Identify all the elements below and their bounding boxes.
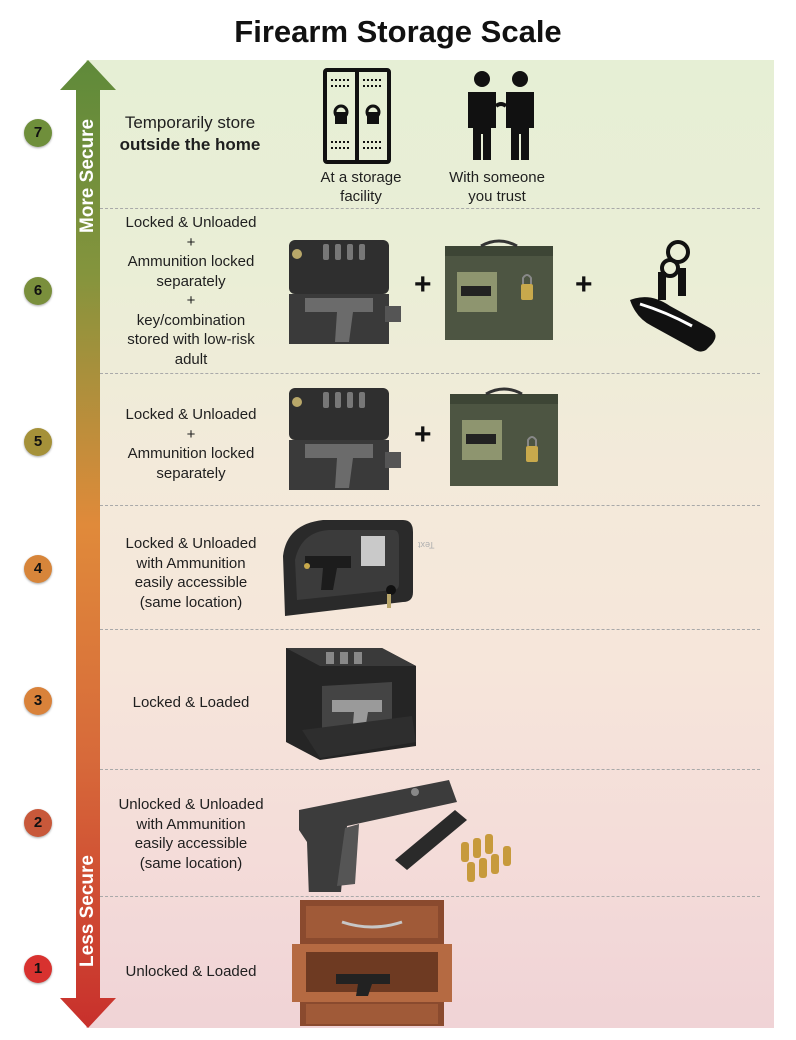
storage-facility-caption: At a storage facility	[320, 169, 402, 205]
level-3-badge: 3	[24, 687, 52, 715]
ammo-can-locked	[445, 239, 553, 340]
level-5-badge: 5	[24, 428, 52, 456]
level-2-badge: 2	[24, 809, 52, 837]
row-divider	[100, 629, 760, 630]
level-1-badge: 1	[24, 955, 52, 983]
page-title: Firearm Storage Scale	[234, 14, 562, 49]
level-3-description: Locked & Loaded	[132, 694, 250, 711]
plus-sign: +	[414, 268, 432, 301]
level-2-description: Unlocked & Unloaded with Ammunition easi…	[118, 796, 264, 872]
level-6-description: Locked & Unloaded + Ammunition locked se…	[125, 214, 257, 368]
less-secure-label: Less Secure	[77, 855, 98, 967]
hand-holding-keys-icon	[630, 240, 716, 352]
arrow-shape	[60, 60, 116, 1028]
ammo-can-locked	[450, 387, 558, 486]
level-4-badge: 4	[24, 555, 52, 583]
level-7-badge: 7	[24, 119, 52, 147]
storage-locker-icon	[323, 68, 391, 164]
open-gun-safe	[286, 648, 416, 760]
row-divider	[100, 769, 760, 770]
plus-sign: +	[575, 268, 593, 301]
scale-background	[86, 60, 774, 1028]
row-divider	[100, 373, 760, 374]
two-people-icon	[468, 71, 534, 160]
trusted-person-caption: With someone you trust	[449, 169, 545, 205]
security-arrow	[60, 60, 116, 1028]
lockbox-with-pistol	[289, 240, 401, 344]
more-secure-label: More Secure	[77, 118, 98, 234]
row-divider	[100, 208, 760, 209]
level-5-description: Locked & Unloaded + Ammunition locked se…	[125, 406, 257, 482]
level-7-description: Temporarily store outside the home	[119, 113, 261, 154]
row-divider	[100, 896, 760, 897]
level-1-description: Unlocked & Loaded	[125, 963, 257, 980]
soft-case-with-pistol	[283, 520, 413, 616]
row-divider	[100, 505, 760, 506]
drawer-with-pistol	[292, 900, 452, 1026]
level-4-description: Locked & Unloaded with Ammunition easily…	[125, 535, 257, 611]
watermark-text: Text	[418, 540, 435, 550]
plus-sign: +	[414, 418, 432, 451]
level-6-badge: 6	[24, 277, 52, 305]
pistol-magazine-bullets	[299, 780, 511, 892]
lockbox-with-pistol	[289, 388, 401, 490]
